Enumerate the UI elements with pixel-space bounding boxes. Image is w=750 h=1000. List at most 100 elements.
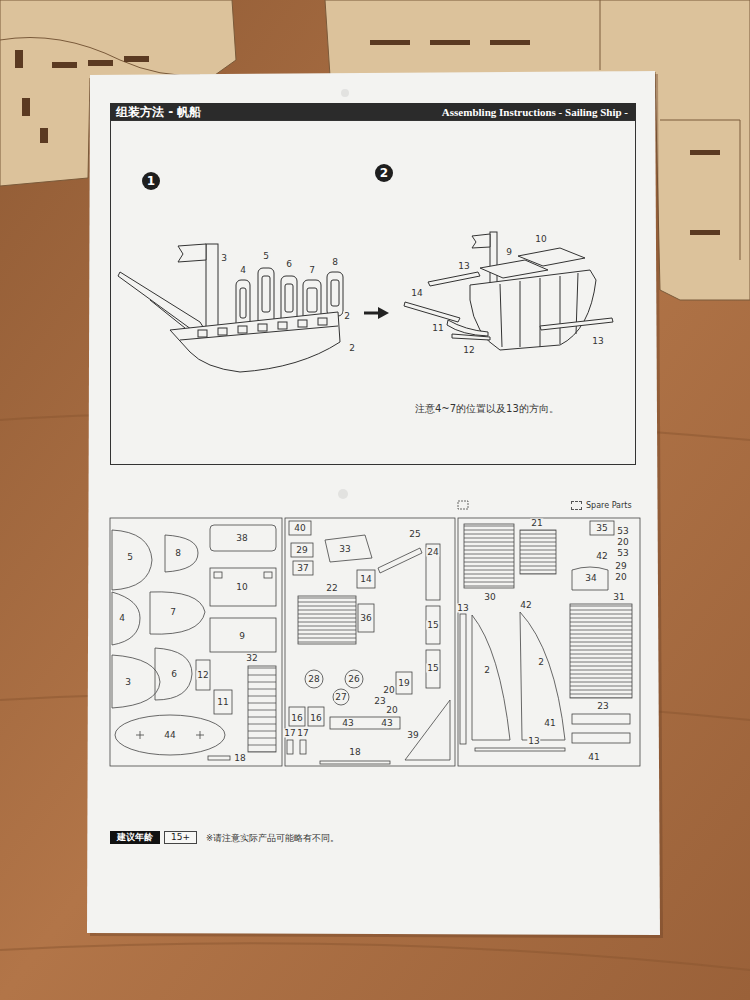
parts-sheet-part — [325, 535, 372, 562]
parts-sheet-part — [333, 689, 349, 705]
part-number: 42 — [519, 601, 532, 610]
parts-sheet — [110, 501, 640, 766]
plywood-sheet-part — [490, 40, 530, 45]
parts-sheet-part — [520, 612, 565, 740]
callout-number: 5 — [262, 252, 270, 261]
callout-number: 12 — [462, 346, 475, 355]
part-number: 25 — [408, 530, 421, 539]
step2-ship-part — [500, 284, 502, 347]
parts-sheet-part — [289, 707, 305, 726]
part-number: 12 — [196, 671, 209, 680]
parts-sheet-part — [378, 548, 422, 573]
step1-ship-part — [150, 300, 185, 328]
step1-ship-part — [238, 326, 247, 333]
parts-sheet-part — [155, 648, 192, 700]
step1-ship-part — [206, 244, 218, 330]
part-number: 17 — [296, 729, 309, 738]
part-number: 38 — [235, 534, 248, 543]
part-number: 24 — [426, 548, 439, 557]
parts-sheet-part — [358, 604, 374, 632]
step1-ship-part — [198, 330, 207, 337]
part-number: 2 — [483, 666, 491, 675]
parts-sheet-part — [214, 690, 232, 714]
wood-table-part — [0, 943, 750, 970]
step2-ship-part — [518, 248, 585, 266]
parts-sheet-part — [305, 670, 323, 688]
parts-sheet-part — [330, 717, 400, 729]
plywood-sheet-part — [124, 56, 149, 62]
plywood-sheet-part — [15, 50, 23, 68]
parts-sheet-part — [210, 618, 276, 652]
step2-ship-part — [428, 272, 480, 286]
part-number: 14 — [359, 575, 372, 584]
plywood-sheet-part — [52, 62, 77, 68]
step2-ship-part — [560, 276, 561, 344]
parts-sheet-part — [520, 530, 556, 574]
callout-number: 11 — [431, 324, 444, 333]
part-number: 17 — [283, 729, 296, 738]
part-number: 15 — [426, 621, 439, 630]
step1-ship-part — [318, 318, 327, 325]
step1-ship-part — [327, 272, 343, 316]
parts-sheet-part — [308, 707, 324, 726]
parts-sheet-part — [112, 655, 160, 708]
age-value-box: 15+ — [164, 831, 197, 844]
part-number: 41 — [543, 719, 556, 728]
step2-ship — [404, 232, 613, 350]
parts-sheet-part — [458, 518, 640, 766]
step1-ship-part — [170, 312, 340, 372]
plywood-sheet-part — [600, 0, 601, 70]
parts-sheet-part — [112, 592, 140, 645]
part-number: 41 — [587, 753, 600, 762]
callout-number: 13 — [591, 337, 604, 346]
part-number: 10 — [235, 583, 248, 592]
step1-ship-part — [262, 276, 270, 312]
part-number: 39 — [406, 731, 419, 740]
part-number: 2 — [537, 658, 545, 667]
callout-number: 3 — [220, 254, 228, 263]
part-number: 43 — [380, 719, 393, 728]
part-number: 53 — [616, 549, 629, 558]
parts-sheet-part — [291, 543, 313, 557]
step1-ship-part — [298, 320, 307, 327]
part-number: 13 — [456, 604, 469, 613]
parts-sheet-part — [264, 572, 272, 578]
part-number: 28 — [307, 675, 320, 684]
plywood-sheet-part — [40, 128, 48, 143]
callout-number: 2 — [348, 344, 356, 353]
part-number: 20 — [614, 573, 627, 582]
part-number: 34 — [584, 574, 597, 583]
parts-sheet-part — [572, 714, 630, 724]
part-number: 11 — [216, 698, 229, 707]
step-number: 2 — [375, 164, 393, 182]
part-number: 43 — [341, 719, 354, 728]
step1-ship-part — [240, 288, 246, 318]
parts-sheet-part — [572, 567, 608, 590]
part-number: 32 — [245, 654, 258, 663]
part-number: 18 — [233, 754, 246, 763]
parts-sheet-part — [570, 604, 632, 698]
part-number: 19 — [397, 679, 410, 688]
step2-ship-part — [404, 302, 460, 322]
part-number: 35 — [595, 524, 608, 533]
callout-number: 7 — [308, 266, 316, 275]
parts-sheet-part — [458, 501, 468, 509]
part-number: 18 — [348, 748, 361, 757]
paper-sheet-part — [87, 71, 660, 935]
age-label-box: 建议年龄 — [110, 831, 160, 844]
part-number: 23 — [373, 697, 386, 706]
step-number-text: 2 — [380, 166, 388, 180]
parts-sheet-part — [285, 518, 455, 766]
parts-sheet-part — [248, 666, 276, 752]
parts-sheet-part — [115, 715, 225, 755]
part-number: 20 — [616, 538, 629, 547]
step-number-text: 1 — [147, 174, 155, 188]
parts-sheet-part — [110, 518, 282, 766]
part-number: 6 — [170, 670, 178, 679]
callout-number: 4 — [239, 266, 247, 275]
parts-sheet-part — [293, 561, 313, 575]
step2-ship-part — [540, 318, 613, 330]
footnote: ※请注意实际产品可能略有不同。 — [205, 834, 340, 843]
part-number: 31 — [612, 593, 625, 602]
